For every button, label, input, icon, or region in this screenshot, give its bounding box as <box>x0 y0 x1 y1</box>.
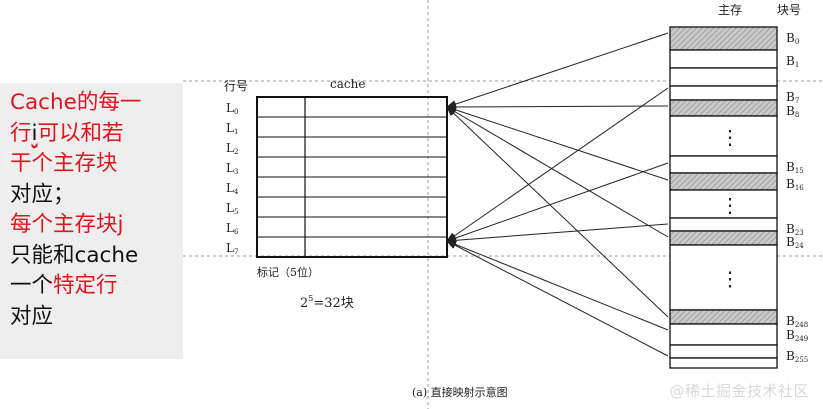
callout-segment: 只能和cache <box>10 242 139 268</box>
block-label: B16 <box>786 177 804 192</box>
callout-segment: 一个 <box>10 273 54 298</box>
cache-row-label: L6 <box>226 221 239 236</box>
memory-block-mapped <box>669 26 778 51</box>
block-count-formula: 25=32块 <box>300 294 354 311</box>
memory-block <box>669 323 778 346</box>
block-label: B7 <box>786 90 799 105</box>
cache-row-label: L1 <box>226 121 238 136</box>
memory-block-mapped <box>669 99 778 117</box>
callout-line: 一个特定行 <box>10 271 118 301</box>
memory-block <box>669 344 778 359</box>
mapping-arrow <box>446 106 669 318</box>
mapping-arrow <box>446 162 669 242</box>
tag-label: 标记（5位） <box>257 265 319 279</box>
callout-line: 对应 <box>10 302 53 332</box>
cache-row-label: L4 <box>226 181 239 196</box>
callout-line: 干个主存块 <box>10 149 118 179</box>
mapping-arrow <box>446 106 669 238</box>
memory-block <box>669 155 778 174</box>
block-label: B24 <box>786 235 804 250</box>
cache-row-label: L0 <box>226 101 238 116</box>
callout-segment: Cache的每一 <box>10 90 142 115</box>
mapping-arrow <box>446 32 669 108</box>
memory-block-mapped <box>669 230 778 246</box>
callout-box <box>0 83 183 359</box>
callout-segment: 可以和若 <box>37 120 124 146</box>
block-label: B255 <box>786 349 808 364</box>
memory-block-mapped <box>669 309 778 325</box>
mapping-arrow <box>446 240 669 331</box>
memory-block <box>669 189 778 219</box>
block-label: B1 <box>786 54 799 69</box>
block-label: B248 <box>786 314 808 329</box>
memory-block <box>669 49 778 69</box>
mapping-arrow <box>446 240 669 357</box>
callout-segment: 对应 <box>10 303 54 329</box>
block-label: B23 <box>786 222 804 237</box>
cache-title: cache <box>330 77 365 91</box>
callout-segment: 特定行 <box>53 273 118 298</box>
callout-segment: 对应； <box>10 181 75 207</box>
callout-line: 行i可以和若 <box>10 119 124 149</box>
block-label: B0 <box>786 31 799 46</box>
callout-segment: 每个主存块j <box>10 212 124 237</box>
block-number-header: 块号 <box>777 3 801 17</box>
callout-segment: i <box>31 120 38 146</box>
ellipsis-dots: ⋮ <box>720 193 740 217</box>
figure-caption: (a) 直接映射示意图 <box>412 385 508 399</box>
cache-row-label: L5 <box>226 201 238 216</box>
cache-row-label: L3 <box>226 161 238 176</box>
callout-line: 每个主存块j <box>10 210 123 240</box>
main-memory-title: 主存 <box>718 3 742 17</box>
memory-block <box>669 85 778 101</box>
ellipsis-dots: ⋮ <box>720 267 740 291</box>
mapping-arrow <box>446 106 669 181</box>
cache-row-label: L7 <box>226 241 238 256</box>
memory-block-mapped <box>669 172 778 191</box>
mapping-arrow <box>446 223 669 245</box>
memory-block <box>669 217 778 232</box>
mapping-arrows <box>446 32 669 357</box>
callout-segment: 干个主存块 <box>10 151 118 176</box>
mapping-arrow <box>446 87 669 242</box>
mapping-arrow <box>446 102 669 111</box>
callout-line: Cache的每一 <box>10 88 141 118</box>
ellipsis-dots: ⋮ <box>720 125 740 149</box>
row-number-header: 行号 <box>224 79 248 93</box>
callout-segment: 行 <box>10 120 32 146</box>
callout-line: 只能和cache <box>10 241 138 271</box>
block-label: B15 <box>786 160 804 175</box>
block-label: B249 <box>786 328 808 343</box>
callout-line: 对应； <box>10 180 75 210</box>
memory-block <box>669 357 778 369</box>
watermark: @稀土掘金技术社区 <box>669 382 809 400</box>
memory-block <box>669 67 778 87</box>
block-label: B8 <box>786 104 799 119</box>
cache-row-label: L2 <box>226 141 238 156</box>
